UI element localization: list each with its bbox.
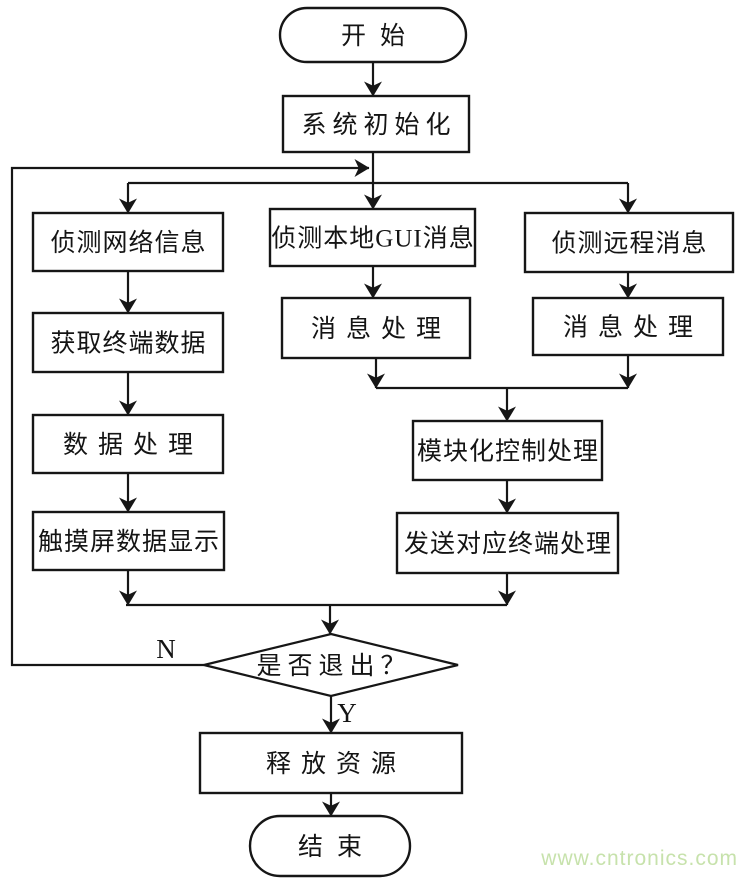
node-label-detect-remote: 侦测远程消息 bbox=[551, 230, 707, 258]
process-shape bbox=[395, 511, 620, 575]
node-label-send-terminal: 发送对应终端处理 bbox=[404, 530, 612, 558]
process-shape bbox=[531, 296, 725, 357]
process-shape bbox=[31, 211, 225, 273]
node-detect-local-gui: 侦测本地GUI消息 bbox=[268, 207, 477, 268]
node-exit-decision: 是否退出？ bbox=[203, 632, 459, 698]
process-shape bbox=[268, 207, 477, 268]
edge-loopback-no bbox=[10, 159, 370, 667]
node-label-modular-control: 模块化控制处理 bbox=[417, 438, 599, 466]
process-shape bbox=[31, 311, 225, 374]
node-label-msg-process-mid: 消息处理 bbox=[311, 315, 451, 343]
terminator-shape bbox=[278, 6, 468, 64]
node-touch-display: 触摸屏数据显示 bbox=[31, 510, 226, 572]
node-label-exit-decision: 是否退出？ bbox=[256, 652, 411, 680]
node-detect-remote: 侦测远程消息 bbox=[523, 211, 735, 274]
node-label-touch-display: 触摸屏数据显示 bbox=[38, 528, 220, 556]
node-end: 结束 bbox=[248, 814, 412, 878]
node-label-get-terminal-data: 获取终端数据 bbox=[50, 330, 206, 358]
edge-label-yes: Y bbox=[337, 698, 357, 728]
node-label-system-init: 系统初始化 bbox=[301, 111, 456, 139]
node-label-release-resources: 释放资源 bbox=[266, 750, 406, 778]
process-shape bbox=[281, 94, 471, 154]
watermark-text: www.cntronics.com bbox=[541, 847, 738, 870]
node-label-end: 结束 bbox=[298, 833, 376, 861]
node-msg-process-right: 消息处理 bbox=[531, 296, 725, 357]
decision-shape bbox=[203, 632, 459, 698]
process-shape bbox=[31, 413, 225, 475]
process-shape bbox=[198, 731, 464, 795]
node-label-data-process: 数据处理 bbox=[63, 431, 203, 459]
process-shape bbox=[280, 296, 472, 360]
process-shape bbox=[523, 211, 735, 274]
node-release-resources: 释放资源 bbox=[198, 731, 464, 795]
node-msg-process-mid: 消息处理 bbox=[280, 296, 472, 360]
node-data-process: 数据处理 bbox=[31, 413, 225, 475]
node-label-start: 开始 bbox=[341, 22, 419, 50]
node-send-terminal: 发送对应终端处理 bbox=[395, 511, 620, 575]
node-modular-control: 模块化控制处理 bbox=[411, 419, 604, 482]
node-system-init: 系统初始化 bbox=[281, 94, 471, 154]
node-label-detect-local-gui: 侦测本地GUI消息 bbox=[271, 225, 474, 253]
node-get-terminal-data: 获取终端数据 bbox=[31, 311, 225, 374]
edge-label-no: N bbox=[156, 634, 176, 664]
node-start: 开始 bbox=[278, 6, 468, 64]
node-label-detect-network: 侦测网络信息 bbox=[50, 229, 206, 257]
process-shape bbox=[31, 510, 226, 572]
node-label-msg-process-right: 消息处理 bbox=[563, 314, 703, 342]
node-detect-network: 侦测网络信息 bbox=[31, 211, 225, 273]
terminator-shape bbox=[248, 814, 412, 878]
process-shape bbox=[411, 419, 604, 482]
